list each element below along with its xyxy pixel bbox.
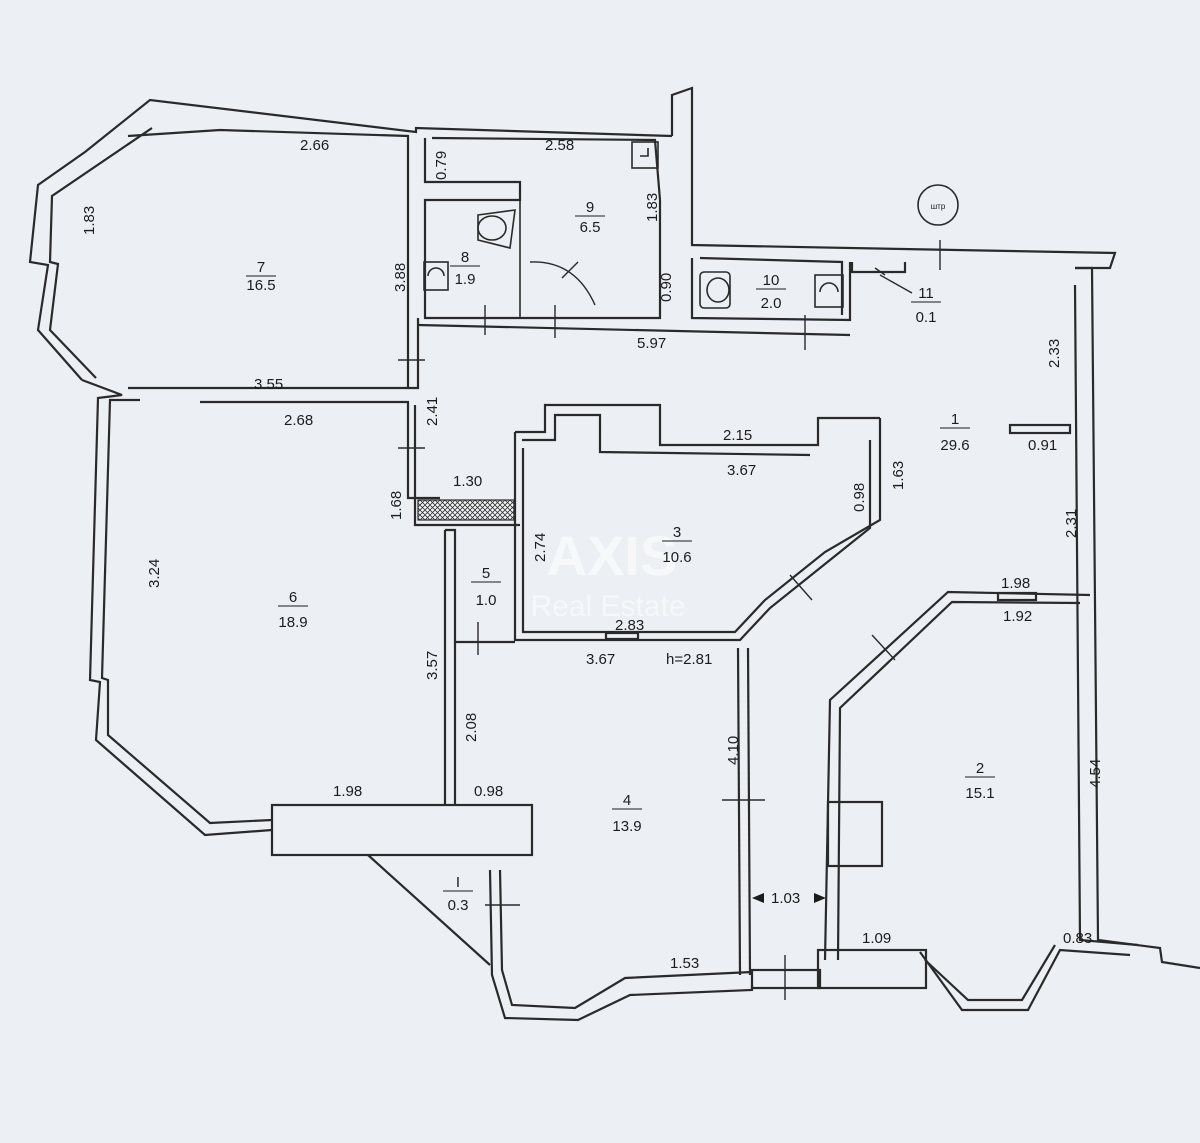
room-11-label: 110.1	[911, 285, 941, 326]
svg-text:0.1: 0.1	[916, 309, 937, 326]
dim-r2-bottom-left: 1.09	[862, 930, 891, 947]
dim-r2-right: 4.54	[1087, 759, 1104, 788]
svg-text:2: 2	[976, 760, 984, 777]
dim-r7-bottom: 3.55	[254, 376, 283, 393]
room-8-label: 81.9	[450, 249, 480, 288]
dim-r4-bottom: 1.53	[670, 955, 699, 972]
toilet-8	[477, 209, 516, 249]
svg-text:1: 1	[951, 411, 959, 428]
fixtures: штр	[398, 141, 959, 1000]
sink-10	[814, 274, 844, 308]
room-3-label: 310.6	[662, 524, 692, 566]
dim-r9-left: 0.79	[433, 151, 450, 180]
dim-r9-right: 1.83	[644, 193, 661, 222]
dim-r1-right-bottom: 2.31	[1063, 509, 1080, 538]
compass-icon: штр	[917, 184, 959, 226]
toilet-10	[699, 271, 731, 309]
svg-text:1.9: 1.9	[455, 271, 476, 288]
dim-r6-top: 2.68	[284, 412, 313, 429]
watermark-subtitle: Real Estate	[530, 590, 685, 623]
svg-text:11: 11	[918, 285, 934, 302]
dim-r9-bottom: 0.90	[658, 273, 675, 302]
svg-text:4: 4	[623, 792, 631, 809]
svg-text:18.9: 18.9	[278, 614, 307, 631]
dim-corridor-left: 1.68	[388, 491, 405, 520]
dim-corridor-top: 5.97	[637, 335, 666, 352]
dim-r6-bottom: 1.98	[333, 783, 362, 800]
room-2-label: 215.1	[965, 760, 995, 802]
svg-text:8: 8	[461, 249, 469, 266]
room-7-label: 716.5	[246, 259, 276, 294]
room-1-label: 129.6	[940, 411, 970, 454]
dim-r1-door: 0.91	[1028, 437, 1057, 454]
svg-text:0.3: 0.3	[448, 897, 469, 914]
dim-r4-left-bottom: 0.98	[474, 783, 503, 800]
dim-r3-bottom: 2.83	[615, 617, 644, 634]
dim-r3-inner: 3.67	[727, 462, 756, 479]
sink-9	[631, 141, 659, 169]
svg-text:13.9: 13.9	[612, 818, 641, 835]
watermark: AXIS Real Estate	[530, 524, 685, 623]
dim-corridor-width: 1.30	[453, 473, 482, 490]
outer-walls	[28, 86, 1200, 1022]
room-labels: 716.5 96.5 81.9 102.0 110.1 129.6 310.6 …	[246, 199, 995, 914]
svg-text:6.5: 6.5	[580, 219, 601, 236]
dim-r6-right: 3.57	[424, 651, 441, 680]
dim-r2-bottom-right: 0.83	[1063, 930, 1092, 947]
dim-r3-left: 2.74	[532, 533, 549, 562]
dim-r1-right-edge: 1.63	[890, 461, 907, 490]
dim-r2-top-inner: 1.92	[1003, 608, 1032, 625]
svg-text:7: 7	[257, 259, 265, 276]
svg-text:16.5: 16.5	[246, 277, 275, 294]
passage-arrows	[752, 893, 826, 903]
svg-text:15.1: 15.1	[965, 785, 994, 802]
room-4-label: 413.9	[612, 792, 642, 835]
dim-r3-top: 2.15	[723, 427, 752, 444]
dim-r2-top-outer: 1.98	[1001, 575, 1030, 592]
svg-text:2.0: 2.0	[761, 295, 782, 312]
room-9-label: 96.5	[575, 199, 605, 236]
room-I-label: I 0.3	[443, 874, 473, 914]
dim-r6-left: 3.24	[146, 559, 163, 588]
dim-height: h=2.81	[666, 651, 712, 668]
dim-r4-left: 2.08	[463, 713, 480, 742]
svg-text:3: 3	[673, 524, 681, 541]
svg-text:I: I	[456, 874, 460, 891]
room-6-label: 618.9	[278, 589, 308, 631]
dim-r7-top: 2.66	[300, 137, 329, 154]
dim-r1-right-top: 2.33	[1046, 339, 1063, 368]
svg-text:10: 10	[763, 272, 780, 289]
svg-text:1.0: 1.0	[476, 592, 497, 609]
room-5-label: 51.0	[471, 565, 501, 609]
dim-r9-top: 2.58	[545, 137, 574, 154]
door-marks	[398, 240, 941, 1000]
svg-text:29.6: 29.6	[940, 437, 969, 454]
sink-8	[423, 261, 449, 291]
dimension-labels: 2.66 1.83 3.88 3.55 2.58 0.79 1.83 0.90 …	[81, 137, 1104, 972]
interior-walls	[127, 128, 1091, 976]
svg-text:штр: штр	[931, 202, 946, 211]
dim-r4-top: 3.67	[586, 651, 615, 668]
dim-corridor-vert: 2.41	[424, 397, 441, 426]
svg-text:10.6: 10.6	[662, 549, 691, 566]
dim-r7-right: 3.88	[392, 263, 409, 292]
dim-passage-width: 1.03	[771, 890, 800, 907]
room-10-label: 102.0	[756, 272, 786, 312]
dim-r7-left: 1.83	[81, 206, 98, 235]
watermark-brand: AXIS	[547, 524, 678, 587]
svg-text:9: 9	[586, 199, 594, 216]
dim-r3-right: 0.98	[851, 483, 868, 512]
dim-r4-right: 4.10	[725, 736, 742, 765]
svg-text:5: 5	[482, 565, 490, 582]
svg-text:6: 6	[289, 589, 297, 606]
